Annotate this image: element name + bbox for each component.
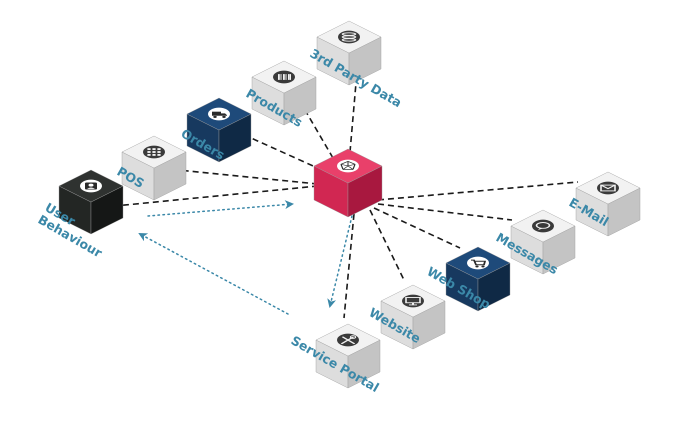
shopping-cart-icon <box>467 256 489 270</box>
node-email <box>575 171 641 237</box>
connector-service-portal <box>343 213 355 319</box>
connector-pos <box>177 169 319 185</box>
barcode-icon <box>273 70 295 84</box>
connector-email <box>377 181 579 201</box>
connector-orders <box>239 132 323 171</box>
delivery-truck-icon <box>208 107 230 121</box>
network-icon <box>337 159 359 173</box>
envelope-icon <box>597 181 619 195</box>
flow-arrows <box>138 200 353 315</box>
node-third-party-data <box>316 20 382 86</box>
central-hub <box>313 148 383 218</box>
node-web-shop <box>445 246 511 312</box>
node-products <box>251 60 317 126</box>
arrow-to-user-behaviour <box>138 233 289 315</box>
chat-bubble-icon <box>532 219 554 233</box>
arrow-to-service-portal <box>327 215 353 308</box>
node-messages <box>510 209 576 275</box>
node-user-behaviour <box>58 169 124 235</box>
connector-user-behaviour <box>114 185 319 207</box>
connector-third-party-data <box>349 59 359 153</box>
connector-website <box>369 209 405 281</box>
connector-messages <box>377 203 513 221</box>
node-pos <box>121 135 187 201</box>
contact-card-icon <box>80 179 102 193</box>
node-website <box>380 284 446 350</box>
connection-lines <box>114 59 579 319</box>
node-orders <box>186 97 252 163</box>
tools-icon <box>337 333 359 347</box>
monitor-icon <box>402 294 424 308</box>
calculator-icon <box>143 145 165 159</box>
connector-web-shop <box>373 207 461 249</box>
nodes <box>58 20 641 389</box>
connector-products <box>297 97 334 159</box>
node-service-portal <box>315 323 381 389</box>
arrow-to-hub <box>147 200 294 217</box>
database-icon <box>338 30 360 44</box>
